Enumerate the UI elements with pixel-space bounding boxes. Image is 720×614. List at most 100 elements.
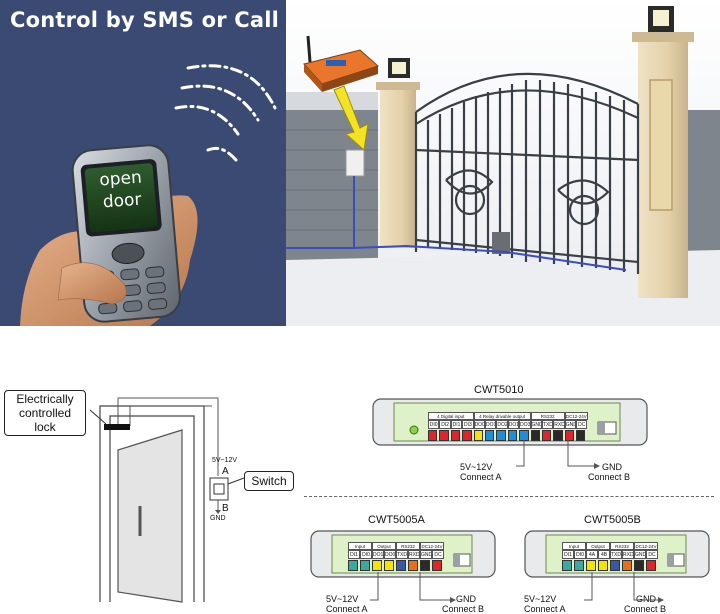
cwt5010-pin-label: TXD bbox=[541, 420, 554, 429]
gate-scene-panel bbox=[286, 0, 720, 326]
lock-callout: Electrically controlled lock bbox=[4, 390, 86, 436]
switch-voltage-label: 5V~12V bbox=[212, 457, 238, 464]
cwt5005b-b-gnd: GND bbox=[636, 594, 656, 604]
cwt5010-pin-label: GND bbox=[564, 420, 577, 429]
cwt5005a-b-gnd: GND bbox=[456, 594, 476, 604]
cwt5010-terminal bbox=[553, 430, 563, 441]
sms-call-photo-panel: Control by SMS or Call open door bbox=[0, 0, 286, 326]
door-leaf bbox=[117, 429, 183, 603]
iron-gate bbox=[414, 72, 640, 274]
phone-illustration bbox=[20, 64, 277, 326]
arrow-down-icon bbox=[333, 85, 369, 151]
cwt5010-terminal bbox=[439, 430, 449, 441]
cwt5005b-a-connect: Connect A bbox=[524, 604, 566, 614]
cwt5005a-terminal bbox=[420, 560, 430, 571]
cwt5010-group-header: DC12-24V bbox=[564, 412, 588, 420]
cwt5005a-pin-label: DI0 bbox=[360, 550, 372, 559]
cwt5010-group-header: 4 Relay drivable output bbox=[473, 412, 531, 420]
cwt5005a-terminal bbox=[348, 560, 358, 571]
cwt5010-b-connect: Connect B bbox=[588, 472, 631, 482]
cwt5010-terminal bbox=[428, 430, 438, 441]
cwt5010-terminal bbox=[496, 430, 506, 441]
cwt5010-pin-label: DI1 bbox=[450, 420, 463, 429]
cwt5010-terminal bbox=[484, 430, 495, 441]
cwt5005b-terminal-row bbox=[562, 560, 658, 571]
cwt5005a-pin-label: DI1 bbox=[348, 550, 360, 559]
cwt5005a-a-voltage: 5V~12V bbox=[326, 594, 359, 604]
cwt5005b-pin-label: 4A bbox=[586, 550, 598, 559]
cwt5005a-pin-label: DO0 bbox=[384, 550, 396, 559]
screen-line-2: door bbox=[102, 189, 143, 213]
cwt5010-terminal-row bbox=[428, 430, 588, 441]
cwt5005b-terminal bbox=[610, 560, 620, 571]
cwt5005b-wires bbox=[584, 572, 664, 603]
cwt5010-terminal bbox=[473, 430, 483, 441]
cwt5010-pin-label: GND bbox=[530, 420, 542, 429]
door-lock-diagram bbox=[89, 397, 245, 603]
cwt5005a-group-header: Input bbox=[348, 542, 372, 550]
electric-lock bbox=[104, 424, 130, 430]
cwt5010-pin-label: RXD bbox=[553, 420, 565, 429]
cwt5005b-title: CWT5005B bbox=[584, 514, 641, 526]
cwt5005b-group-header: Output bbox=[586, 542, 610, 550]
switch-gnd-label: GND bbox=[210, 515, 226, 522]
cwt5005b-terminal bbox=[622, 560, 632, 571]
cwt5005b-pin-label: GND bbox=[634, 550, 646, 559]
cwt5005b-pin-label: TXD bbox=[610, 550, 622, 559]
banner-title: Control by SMS or Call bbox=[10, 8, 280, 32]
cwt5010-pin-label: DI2 bbox=[439, 420, 451, 429]
cwt5010-pin-label: DO1 bbox=[507, 420, 520, 429]
cwt5010-pin-label: DI0 bbox=[428, 420, 440, 429]
wall-receiver-box bbox=[345, 149, 365, 177]
cwt5005b-b-connect: Connect B bbox=[624, 604, 667, 614]
cwt5005a-terminal bbox=[408, 560, 418, 571]
cwt5010-wires bbox=[516, 440, 600, 469]
cwt5010-terminal bbox=[507, 430, 518, 441]
cwt5005a-terminal bbox=[372, 560, 382, 571]
cwt5005a-pin-label: TXD bbox=[396, 550, 408, 559]
terminal-a-label: A bbox=[222, 466, 229, 477]
cwt5005b-terminal bbox=[574, 560, 584, 571]
lock-label-line-2: controlled bbox=[18, 406, 72, 420]
cwt5005b-pin-label: DI0 bbox=[574, 550, 586, 559]
gate-illustration bbox=[286, 0, 720, 326]
phone-screen-text: open door bbox=[85, 166, 159, 233]
cwt5005b-terminal bbox=[634, 560, 644, 571]
cwt5005b-group-header: Input bbox=[562, 542, 586, 550]
cwt5005a-b-connect: Connect B bbox=[442, 604, 485, 614]
section-divider bbox=[304, 496, 714, 497]
cwt5010-group-header: 4 Digital input bbox=[428, 412, 474, 420]
cwt5005a-terminal-row bbox=[348, 560, 444, 571]
cwt5010-pin-label: DO2 bbox=[496, 420, 508, 429]
cwt5010-terminal bbox=[462, 430, 472, 441]
cwt5010-group-header: RS232 bbox=[530, 412, 565, 420]
cwt5005a-terminal bbox=[396, 560, 406, 571]
cwt5010-b-gnd: GND bbox=[602, 462, 622, 472]
cwt5005b-pin-label: 4B bbox=[598, 550, 610, 559]
cwt5005b-terminal bbox=[646, 560, 656, 571]
cwt5005b-group-header: RS232 bbox=[610, 542, 634, 550]
cwt5010-pin-label: DC bbox=[576, 420, 588, 429]
cwt5005a-terminal bbox=[360, 560, 370, 571]
cwt5005b-terminal bbox=[586, 560, 596, 571]
cwt5005a-terminal bbox=[384, 560, 394, 571]
cwt5010-terminal bbox=[541, 430, 552, 441]
cwt5010-pin-label: DO3 bbox=[519, 420, 531, 429]
lock-label-line-1: Electrically bbox=[16, 392, 74, 406]
cwt5010-a-connect: Connect A bbox=[460, 472, 502, 482]
cwt5005a-pin-label: DO1 bbox=[372, 550, 384, 559]
phone-screen bbox=[84, 163, 158, 233]
terminal-b-label: B bbox=[222, 503, 229, 514]
cwt5005a-group-header: DC12-24V bbox=[420, 542, 444, 550]
cwt5010-pin-label: DO1 bbox=[484, 420, 497, 429]
cwt5005a-wires bbox=[370, 572, 456, 603]
cwt5010-terminal bbox=[450, 430, 461, 441]
cwt5010-pin-label: DI3 bbox=[462, 420, 474, 429]
gate-motor bbox=[492, 232, 510, 254]
cwt5010-terminal bbox=[576, 430, 586, 441]
